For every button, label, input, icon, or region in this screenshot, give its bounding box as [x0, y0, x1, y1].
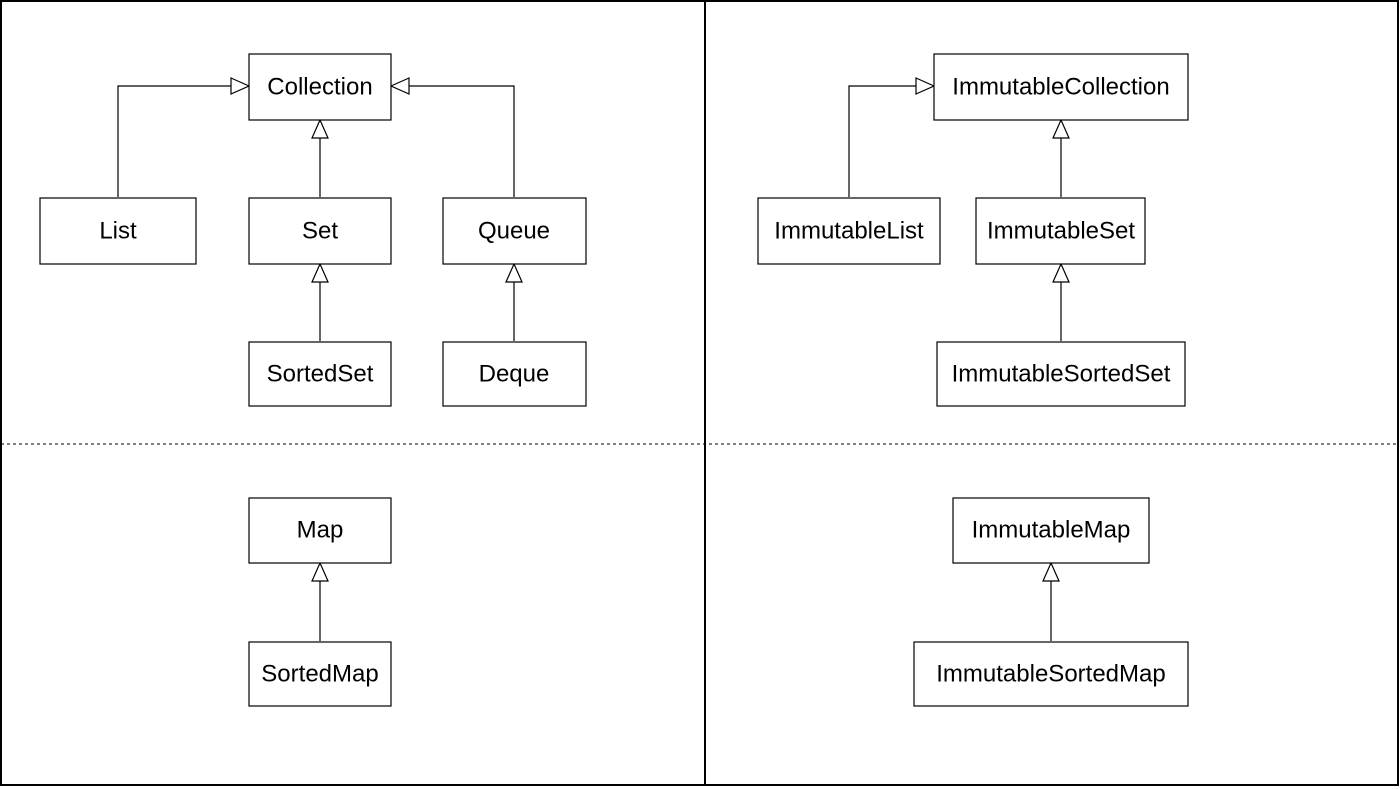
edge-immutablelist-immutablecollection [848, 85, 916, 197]
arrowhead-icon [915, 77, 936, 95]
node-label: ImmutableCollection [952, 74, 1169, 101]
node-set: Set [248, 197, 392, 265]
arrowhead-icon [1052, 118, 1070, 139]
node-label: Deque [479, 361, 550, 388]
node-immutablemap: ImmutableMap [952, 497, 1150, 564]
node-collection: Collection [248, 53, 392, 121]
node-label: List [99, 218, 137, 245]
node-label: Collection [267, 74, 372, 101]
arrowhead-icon [1052, 262, 1070, 283]
arrowheads [230, 77, 1070, 582]
arrowhead-icon [230, 77, 251, 95]
arrowhead-icon [1042, 561, 1060, 582]
arrowhead-icon [311, 262, 329, 283]
node-label: ImmutableSortedSet [952, 361, 1171, 388]
node-label: Set [302, 218, 338, 245]
arrowhead-icon [505, 262, 523, 283]
node-label: ImmutableSet [987, 218, 1135, 245]
node-immutableset: ImmutableSet [975, 197, 1146, 265]
node-map: Map [248, 497, 392, 564]
node-label: ImmutableMap [972, 517, 1131, 544]
arrowhead-icon [311, 118, 329, 139]
node-label: Queue [478, 218, 550, 245]
node-sortedset: SortedSet [248, 341, 392, 407]
node-immutablecollection: ImmutableCollection [933, 53, 1189, 121]
edge-queue-collection [409, 85, 515, 197]
node-immutablesortedmap: ImmutableSortedMap [913, 641, 1189, 707]
edge-list-collection [117, 85, 231, 197]
arrowhead-icon [389, 77, 410, 95]
node-immutablelist: ImmutableList [757, 197, 941, 265]
node-queue: Queue [442, 197, 587, 265]
node-label: SortedMap [261, 661, 378, 688]
node-sortedmap: SortedMap [248, 641, 392, 707]
node-label: ImmutableSortedMap [936, 661, 1165, 688]
node-label: ImmutableList [774, 218, 924, 245]
node-label: Map [297, 517, 344, 544]
arrowhead-icon [311, 561, 329, 582]
node-label: SortedSet [267, 361, 374, 388]
edges [117, 85, 1062, 641]
node-immutablesortedset: ImmutableSortedSet [936, 341, 1186, 407]
node-list: List [39, 197, 197, 265]
node-deque: Deque [442, 341, 587, 407]
